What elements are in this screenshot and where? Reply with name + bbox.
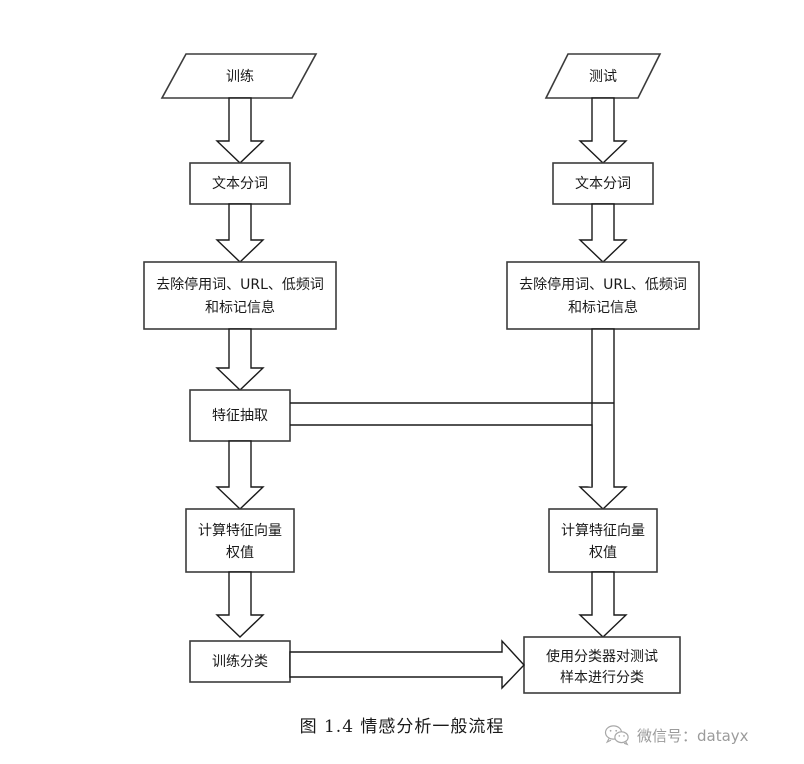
node-train-input-shape [160,53,318,99]
node-right-clean-shape [506,261,700,330]
edge-left-weight-to-train-classify-arrow [215,571,265,638]
figure-caption: 图 1.4 情感分析一般流程 [299,717,505,737]
node-left-clean-label-line2: 和标记信息 [205,299,275,316]
edge-test-to-segment-arrow [578,97,628,164]
node-right-weight-label-line2: 权值 [589,545,617,561]
node-test-input-shape [544,53,662,99]
node-test-input-label: 测试 [589,69,617,85]
edge-right-weight-to-classify-arrow [578,571,628,638]
node-right-clean-label-line1: 去除停用词、URL、低频词 [519,276,687,293]
node-feature-extract-label: 特征抽取 [212,408,268,424]
edge-right-segment-to-clean-arrow [578,203,628,263]
node-left-segment-shape [189,162,291,205]
node-right-segment-shape [552,162,654,205]
node-left-clean-label-line1: 去除停用词、URL、低频词 [156,276,324,293]
node-train-input-label: 训练 [226,69,254,85]
node-left-segment-label: 文本分词 [212,176,268,192]
node-right-weight-label-line1: 计算特征向量 [561,523,645,539]
node-left-weight-label-line2: 权值 [226,545,254,561]
node-train-classify-shape [189,640,291,683]
node-right-weight-shape [548,508,658,573]
node-train-classify-label: 训练分类 [212,654,268,670]
edge-left-clean-to-feature-arrow [215,328,265,391]
watermark-text: 微信号：datayx [637,726,749,745]
node-left-weight-shape [185,508,295,573]
node-classify-test-shape [523,636,681,694]
watermark: 微信号：datayx [604,718,800,752]
edge-feature-to-left-weight-arrow [215,440,265,510]
node-right-segment-label: 文本分词 [575,176,631,192]
node-classify-test-label-line1: 使用分类器对测试 [546,648,658,665]
wechat-icon [604,724,630,746]
node-left-clean-shape [143,261,337,330]
node-classify-test-label-line2: 样本进行分类 [560,670,644,686]
edge-right-clean-to-right-weight-arrow [578,328,628,510]
node-right-clean-label-line2: 和标记信息 [568,299,638,316]
node-left-weight-label-line1: 计算特征向量 [198,523,282,539]
edge-train-classify-to-classify-test-arrow [289,639,525,690]
edge-feature-to-right-rail-bottom [290,424,593,487]
edge-left-segment-to-clean-arrow [215,203,265,263]
edge-train-to-segment-arrow [215,97,265,164]
